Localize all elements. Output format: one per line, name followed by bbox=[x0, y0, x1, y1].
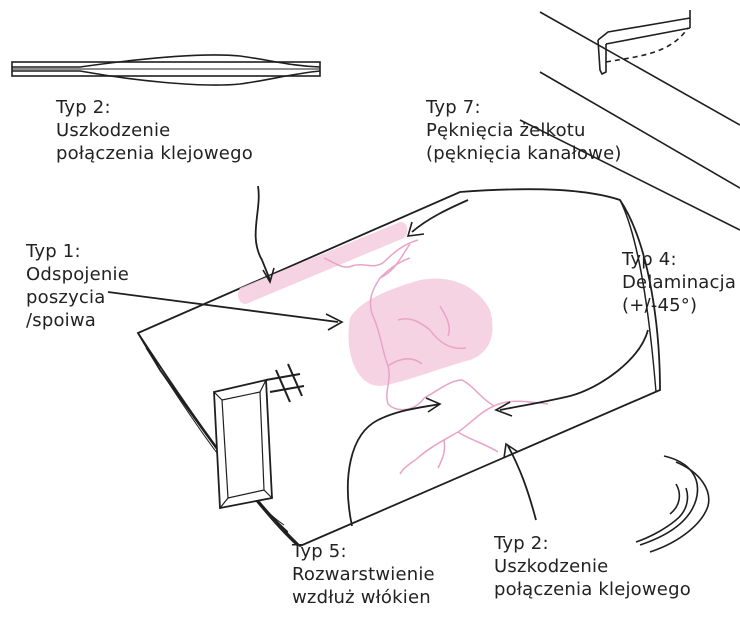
label-typ1-line2: Odspojenie bbox=[26, 263, 129, 286]
arrow-typ2-bottom bbox=[508, 446, 536, 520]
label-typ1-line3: poszycia bbox=[26, 286, 129, 309]
label-typ7-line3: (pęknięcia kanałowe) bbox=[426, 142, 622, 165]
label-typ2-bottom-line2: Uszkodzenie bbox=[494, 555, 691, 578]
label-typ7-line1: Typ 7: bbox=[426, 96, 622, 119]
label-typ4-line2: Delaminacja bbox=[622, 271, 736, 294]
label-typ2-bottom-line1: Typ 2: bbox=[494, 532, 691, 555]
label-typ2-bottom: Typ 2: Uszkodzenie połączenia klejowego bbox=[494, 532, 691, 601]
label-typ5-line3: wzdłuż włókien bbox=[292, 586, 435, 609]
label-typ1-line1: Typ 1: bbox=[26, 240, 129, 263]
label-typ1: Typ 1: Odspojenie poszycia /spoiwa bbox=[26, 240, 129, 332]
label-typ5: Typ 5: Rozwarstwienie wzdłuż włókien bbox=[292, 540, 435, 609]
arrow-typ2-top bbox=[256, 186, 270, 280]
label-typ1-line4: /spoiwa bbox=[26, 309, 129, 332]
bondline-detail-top-left bbox=[12, 55, 320, 85]
label-typ2-bottom-line3: połączenia klejowego bbox=[494, 578, 691, 601]
label-typ2-top-line2: Uszkodzenie bbox=[56, 119, 253, 142]
label-typ7-line2: Pęknięcia żelkotu bbox=[426, 119, 622, 142]
label-typ5-line1: Typ 5: bbox=[292, 540, 435, 563]
label-typ2-top-line1: Typ 2: bbox=[56, 96, 253, 119]
label-typ2-top-line3: połączenia klejowego bbox=[56, 142, 253, 165]
label-typ5-line2: Rozwarstwienie bbox=[292, 563, 435, 586]
label-typ4: Typ 4: Delaminacja (+/-45°) bbox=[622, 248, 736, 317]
label-typ4-line3: (+/-45°) bbox=[622, 294, 736, 317]
label-typ2-top: Typ 2: Uszkodzenie połączenia klejowego bbox=[56, 96, 253, 165]
label-typ7: Typ 7: Pęknięcia żelkotu (pęknięcia kana… bbox=[426, 96, 622, 165]
label-typ4-line1: Typ 4: bbox=[622, 248, 736, 271]
